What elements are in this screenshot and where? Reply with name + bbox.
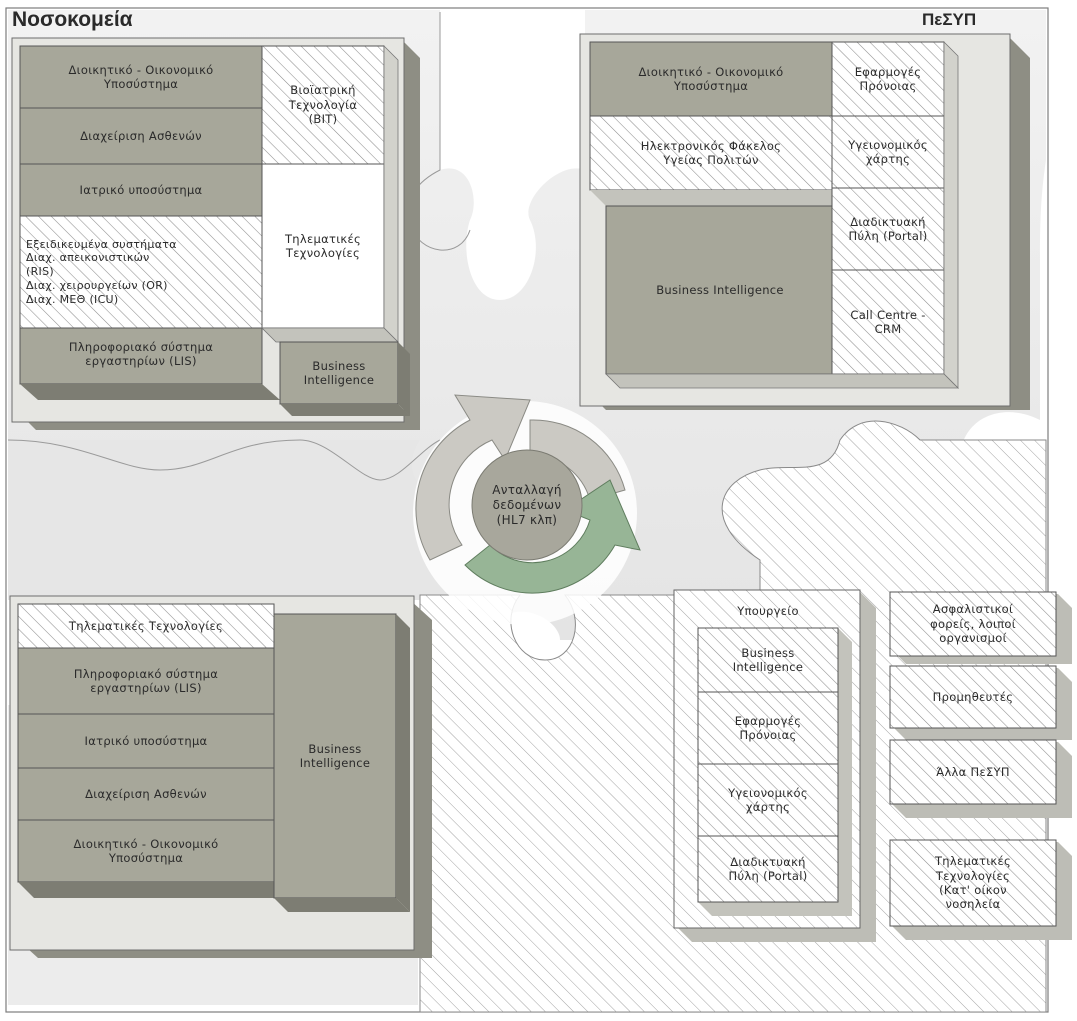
br-label-suppliers: Προμηθευτές (932, 689, 1014, 704)
tl-label-medical: Ιατρικό υποσύστημα (79, 182, 203, 197)
bl-label-telematics: Τηλεματικές Τεχνολογίες (68, 618, 224, 633)
tl-box-specialized (19, 215, 263, 329)
tl-label-patients: Διαχείριση Ασθενών (80, 128, 202, 143)
tl-box-medical (19, 163, 263, 217)
tl-label-bit: Βιοϊατρική Τεχνολογία (ΒΙΤ) (288, 83, 358, 127)
bl-label-bi: Business Intelligence (299, 741, 371, 770)
br-label-other-pesyp: Άλλα ΠεΣΥΠ (936, 764, 1010, 779)
tr-box-welfare (831, 41, 945, 117)
center-label-data-exchange: Ανταλλαγή δεδομένων (HL7 κλπ) (492, 482, 562, 527)
tr-box-healthmap (831, 115, 945, 189)
tr-label-healthmap: Υγειονομικός χάρτης (848, 137, 928, 166)
tl-box-bit (261, 45, 385, 165)
ministry-bottom-right-group (673, 589, 1072, 942)
tr-box-ehr (589, 115, 833, 191)
cycle-arrow-grey-left (415, 394, 531, 561)
br-label-telematics: Τηλεματικές Τεχνολογίες (Κατ' οίκον νοση… (934, 854, 1012, 912)
bl-label-admin: Διοικητικό - Οικονομικό Υποσύστημα (73, 836, 219, 865)
br-label-welfare: Εφαρμογές Πρόνοιας (734, 713, 802, 742)
bl-box-lis (17, 647, 275, 715)
br-label-insurance: Ασφαλιστικοί φορείς, λοιποί οργανισμοί (930, 602, 1016, 646)
br-side-suppliers (889, 665, 1057, 729)
br-box-healthmap (697, 763, 839, 837)
cycle-arrow-green (464, 479, 641, 594)
tr-label-callcentre: Call Centre - CRM (850, 307, 926, 336)
br-side-telematics (889, 839, 1057, 927)
tl-label-specialized: Εξειδικευμένα συστήματα Διαχ. απεικονιστ… (26, 237, 177, 306)
tl-box-bi (279, 341, 399, 405)
title-hospitals: Νοσοκομεία (12, 8, 133, 31)
tr-box-portal (831, 187, 945, 271)
br-side-other-pesyp (889, 739, 1057, 805)
hospitals-top-left-group (11, 37, 420, 430)
title-pesyp: ΠεΣΥΠ (922, 10, 977, 29)
tl-label-bi: Business Intelligence (303, 358, 375, 387)
tr-label-ehr: Ηλεκτρονικός Φάκελος Υγείας Πολιτών (640, 138, 782, 167)
tr-box-bi (605, 205, 835, 375)
data-exchange-cycle (413, 394, 641, 625)
br-side-insurance (889, 591, 1057, 657)
pesyp-top-right-group (579, 33, 1030, 410)
tl-label-lis: Πληροφοριακό σύστημα εργαστηρίων (LIS) (68, 339, 214, 368)
br-label-ministry: Υπουργείο (737, 603, 799, 618)
tr-label-welfare: Εφαρμογές Πρόνοιας (854, 64, 922, 93)
br-label-healthmap: Υγειονομικός χάρτης (728, 785, 808, 814)
tl-box-lis (19, 327, 263, 385)
tl-label-admin: Διοικητικό - Οικονομικό Υποσύστημα (68, 62, 214, 91)
br-label-portal: Διαδικτυακή Πύλη (Portal) (728, 854, 808, 883)
bl-label-lis: Πληροφοριακό σύστημα εργαστηρίων (LIS) (73, 666, 219, 695)
bl-box-bi (273, 613, 397, 899)
br-box-portal (697, 835, 839, 903)
tr-label-admin: Διοικητικό - Οικονομικό Υποσύστημα (638, 64, 784, 93)
hospitals-bottom-left-group (9, 595, 432, 958)
br-label-bi: Business Intelligence (732, 645, 804, 674)
tl-label-telematics: Τηλεματικές Τεχνολογίες (284, 231, 362, 260)
tr-label-bi: Business Intelligence (656, 282, 784, 297)
tl-box-telematics (261, 163, 385, 329)
tr-label-portal: Διαδικτυακή Πύλη (Portal) (848, 214, 928, 243)
bl-label-patients: Διαχείριση Ασθενών (85, 786, 207, 801)
br-box-welfare (697, 691, 839, 765)
tr-box-admin (589, 41, 833, 117)
bl-label-medical: Ιατρικό υποσύστημα (84, 733, 208, 748)
